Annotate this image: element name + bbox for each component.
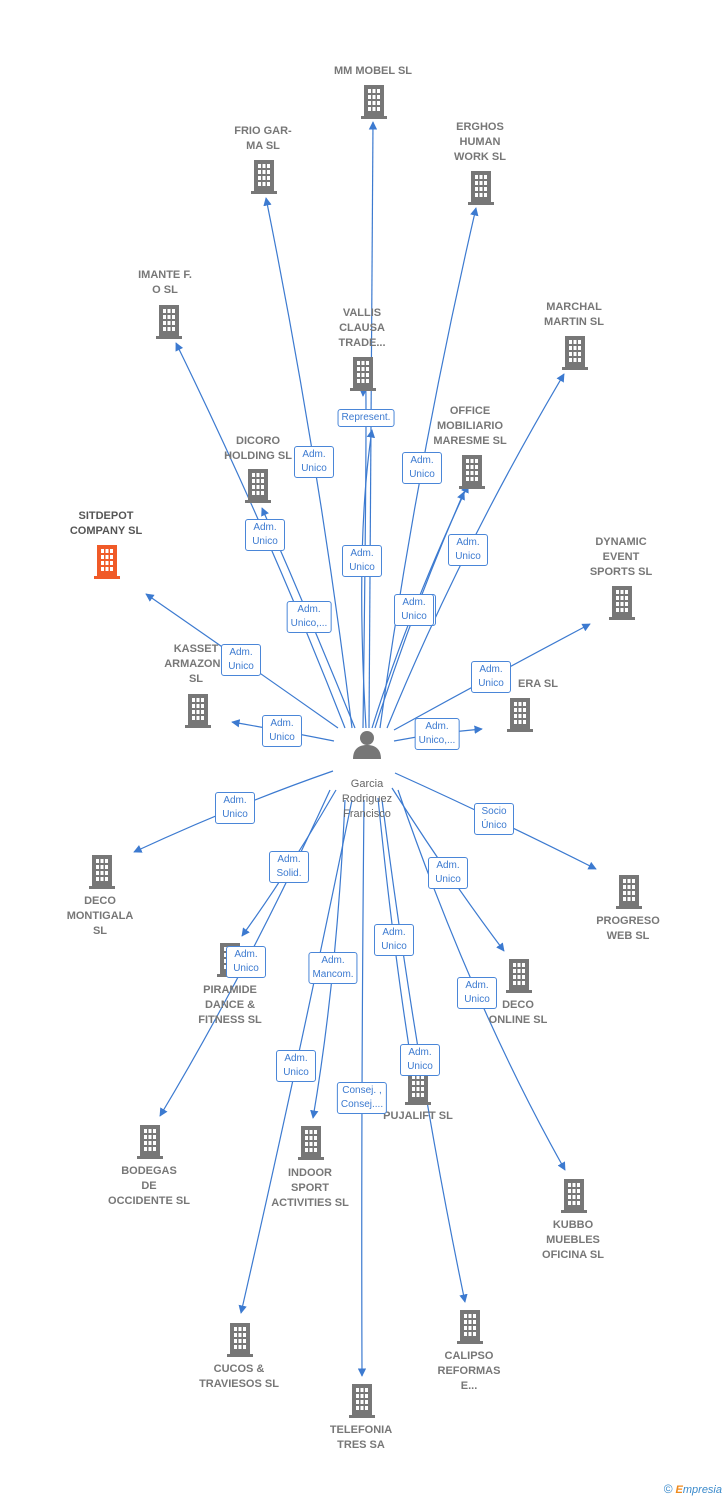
company-label[interactable]: SITDEPOT COMPANY SL [69,510,143,537]
building-icon[interactable] [616,875,642,909]
company-label[interactable]: KUBBO MUEBLES OFICINA SL [542,1219,604,1261]
role-badge[interactable]: Adm. Unico [276,1050,316,1082]
role-badge[interactable]: Adm. Unico [342,545,382,577]
company-label[interactable]: BODEGAS DE OCCIDENTE SL [108,1165,190,1207]
building-icon[interactable] [457,1310,483,1344]
role-badge[interactable]: Adm. Unico,... [286,601,332,633]
company-label[interactable]: MM MOBEL SL [333,65,413,77]
role-badge[interactable]: Adm. Unico [262,715,302,747]
company-label[interactable]: INDOOR SPORT ACTIVITIES SL [271,1167,349,1209]
building-icon[interactable] [468,171,494,205]
person-icon[interactable] [353,731,381,759]
company-label[interactable]: ERA SL [518,678,558,690]
company-label[interactable]: KASSET ARMAZONE SL [164,643,228,685]
building-icon[interactable] [137,1125,163,1159]
role-badge[interactable]: Adm. Unico [226,946,266,978]
building-icon[interactable] [459,455,485,489]
role-badge[interactable]: Adm. Unico [402,452,442,484]
building-icon[interactable] [507,698,533,732]
copyright-symbol: © [663,1482,673,1496]
role-badge[interactable]: Adm. Unico [294,446,334,478]
building-icon[interactable] [405,1071,431,1105]
building-icon[interactable] [506,959,532,993]
role-badge[interactable]: Adm. Unico,... [414,718,460,750]
building-icon[interactable] [561,1179,587,1213]
company-label[interactable]: DYNAMIC EVENT SPORTS SL [589,536,653,578]
building-icon[interactable] [245,469,271,503]
company-label[interactable]: PIRAMIDE DANCE & FITNESS SL [198,984,262,1026]
building-icon[interactable] [609,586,635,620]
company-label[interactable]: ERGHOS HUMAN WORK SL [454,121,506,163]
role-badge[interactable]: Adm. Mancom. [308,952,358,984]
building-icon[interactable] [350,357,376,391]
role-badge[interactable]: Adm. Unico [471,661,511,693]
building-icon[interactable] [94,545,120,579]
role-badge[interactable]: Adm. Unico [374,924,414,956]
role-badge[interactable]: Adm. Unico [428,857,468,889]
building-icon[interactable] [349,1384,375,1418]
brand-name: mpresia [682,1484,722,1496]
company-label[interactable]: CALIPSO REFORMAS E... [437,1350,501,1392]
role-badge[interactable]: Adm. Unico [221,644,261,676]
company-label[interactable]: DECO ONLINE SL [488,999,548,1026]
company-label[interactable]: OFFICE MOBILIARIO MARESME SL [433,405,507,447]
company-label[interactable]: DECO MONTIGALA SL [66,895,134,937]
company-label[interactable]: PROGRESO WEB SL [596,915,660,942]
building-icon[interactable] [185,694,211,728]
company-label[interactable]: IMANTE F. O SL [138,269,192,296]
company-label[interactable]: CUCOS & TRAVIESOS SL [199,1363,279,1390]
watermark: ©Empresia [664,1482,722,1496]
building-icon[interactable] [156,305,182,339]
role-badge[interactable]: Adm. Unico [448,534,488,566]
role-badge[interactable]: Adm. Unico [245,519,285,551]
company-label[interactable]: PUJALIFT SL [383,1110,453,1122]
role-badge[interactable]: Socio Único [474,803,514,835]
brand-initial: E [675,1484,683,1496]
building-icon[interactable] [227,1323,253,1357]
company-label[interactable]: TELEFONIA TRES SA [329,1424,393,1451]
role-badge[interactable]: Adm. Unico [215,792,255,824]
company-label[interactable]: DICORO HOLDING SL [224,435,292,462]
person-name[interactable]: Garcia Rodriguez Francisco [341,778,393,820]
building-icon[interactable] [361,85,387,119]
role-badge[interactable]: Consej. , Consej.... [336,1082,388,1114]
building-icon[interactable] [89,855,115,889]
company-label[interactable]: VALLIS CLAUSA TRADE... [338,307,386,349]
building-icon[interactable] [562,336,588,370]
role-badge[interactable]: Adm. Unico [457,977,497,1009]
company-label[interactable]: MARCHAL MARTIN SL [544,301,604,328]
role-badge[interactable]: Adm. Solid. [269,851,309,883]
company-label[interactable]: FRIO GAR- MA SL [234,125,292,152]
role-badge[interactable]: Adm. Unico [400,1044,440,1076]
building-icon[interactable] [251,160,277,194]
building-icon[interactable] [298,1126,324,1160]
role-badge[interactable]: Adm. Unico [394,594,434,626]
role-badge[interactable]: Represent. [337,409,395,427]
